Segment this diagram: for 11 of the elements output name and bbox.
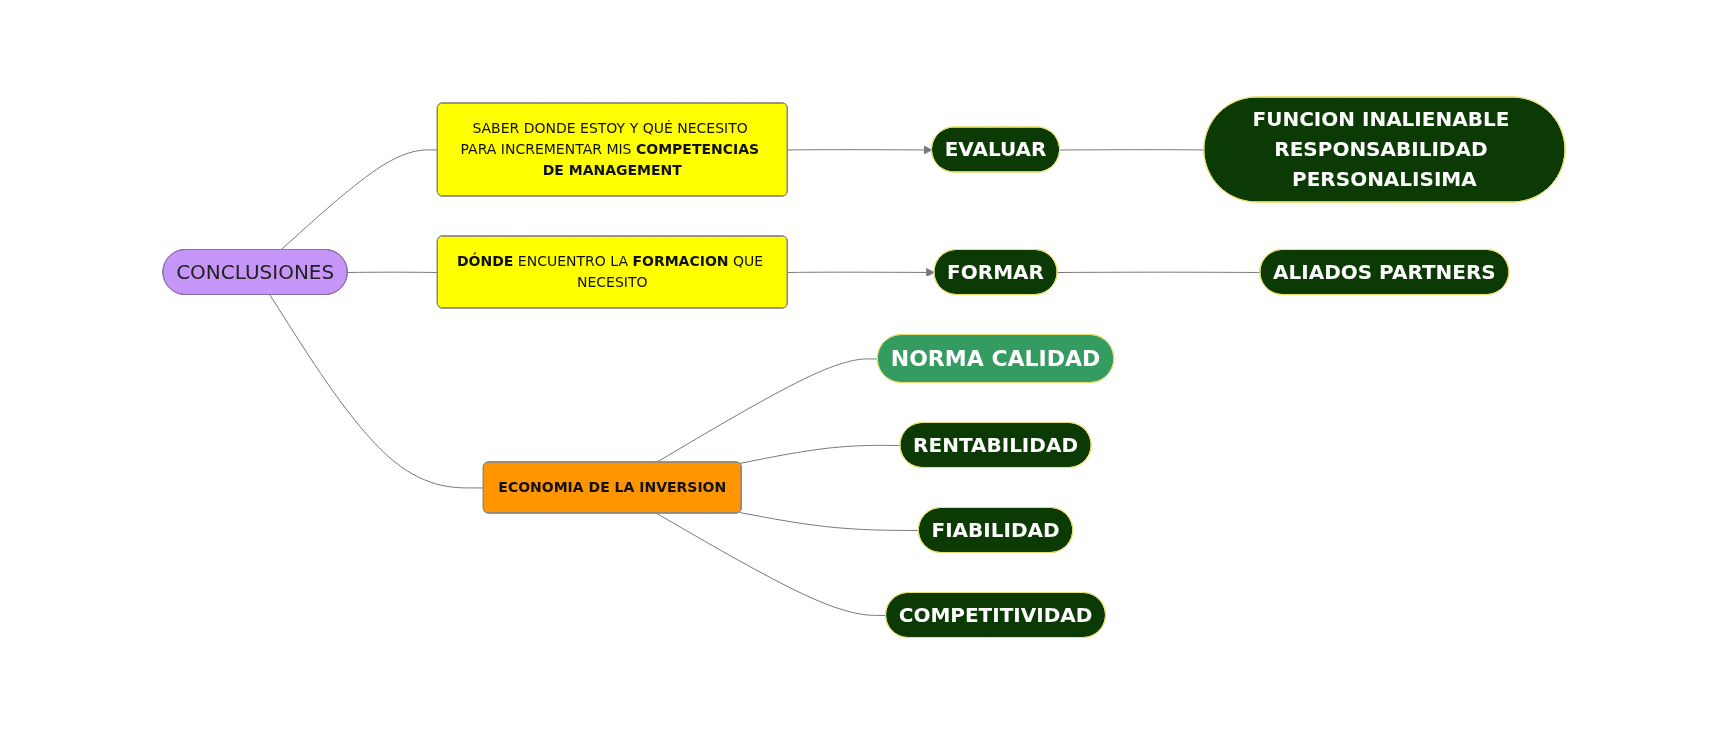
connector [269,294,485,489]
connector [739,512,920,532]
connector [1057,271,1261,274]
connector [280,149,439,251]
connector [347,271,439,274]
connector [656,513,887,617]
connector [1059,149,1205,151]
connector [739,445,901,465]
arrow [787,145,933,155]
arrow [787,268,935,278]
connector [655,358,879,464]
